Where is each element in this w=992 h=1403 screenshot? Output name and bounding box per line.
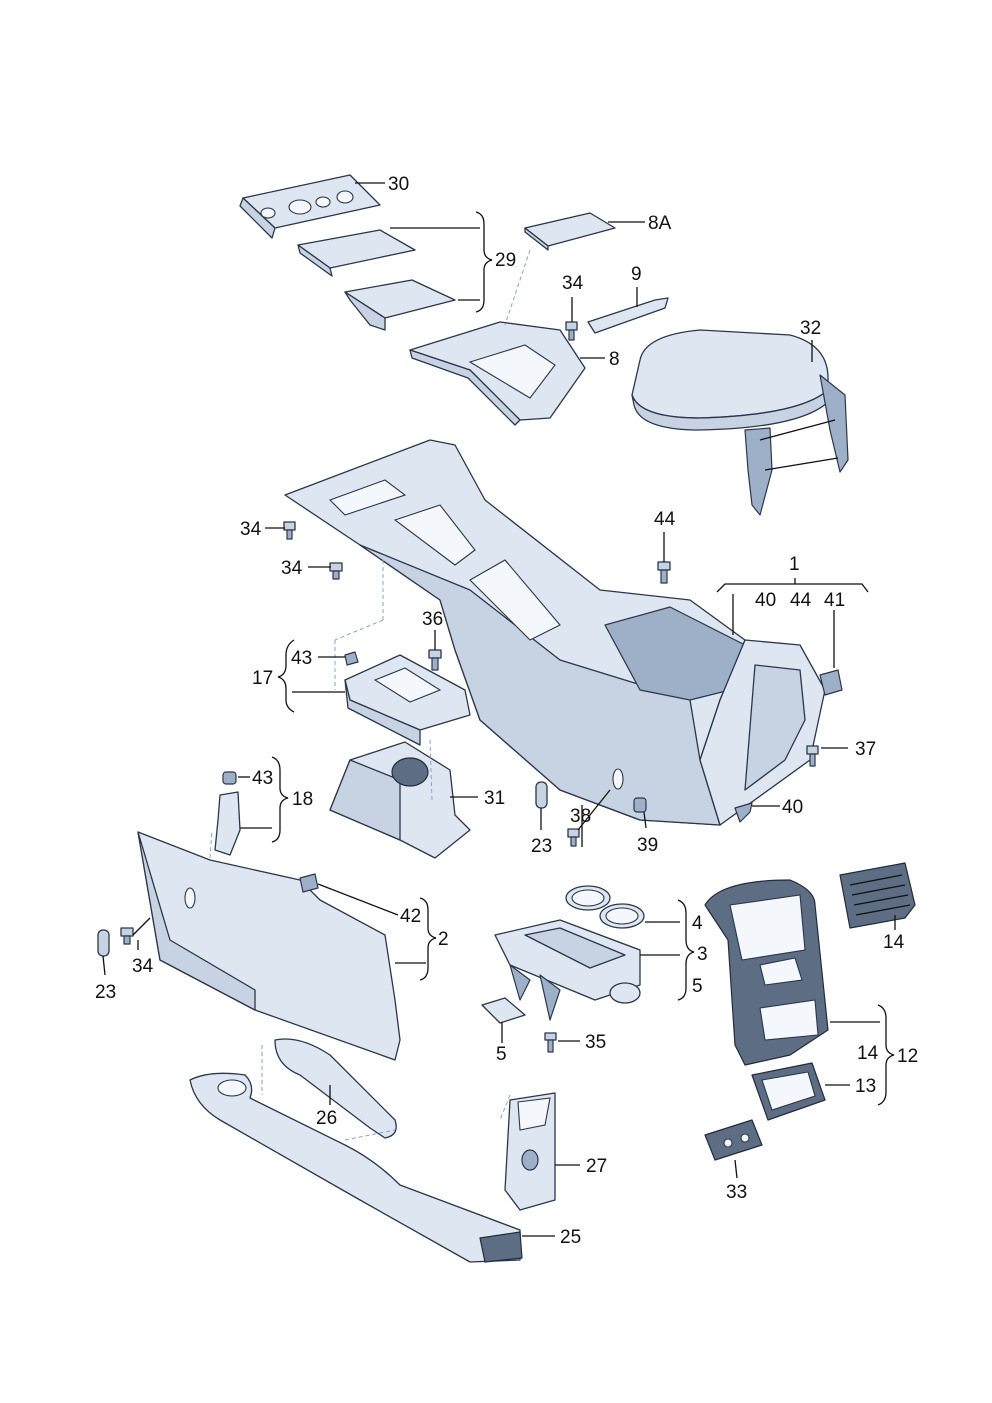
part-8A-mat bbox=[524, 212, 616, 251]
part-34-screw-top bbox=[565, 321, 578, 341]
callout-31: 31 bbox=[484, 788, 505, 809]
callout-43-upper: 43 bbox=[291, 648, 312, 669]
part-3-cup-holder bbox=[494, 919, 641, 1021]
callout-34-bottom-left: 34 bbox=[132, 956, 154, 977]
callout-33: 33 bbox=[726, 1182, 747, 1203]
callout-23-center: 23 bbox=[531, 836, 552, 857]
callout-23-left: 23 bbox=[95, 982, 116, 1003]
callout-25: 25 bbox=[560, 1227, 581, 1248]
part-31-shift-housing bbox=[329, 741, 471, 859]
callout-34-left-a: 34 bbox=[240, 519, 262, 540]
callout-40-lower: 40 bbox=[782, 797, 803, 818]
callout-43-lower: 43 bbox=[252, 768, 273, 789]
callout-39: 39 bbox=[637, 835, 658, 856]
part-17-bracket bbox=[344, 651, 471, 746]
callout-14-vent: 14 bbox=[883, 932, 905, 953]
part-30-trim-panel bbox=[239, 174, 381, 239]
part-36-screw bbox=[428, 649, 442, 671]
part-38-screw bbox=[567, 828, 580, 847]
part-26-duct bbox=[274, 1038, 397, 1139]
callout-13: 13 bbox=[855, 1076, 876, 1097]
callout-41: 41 bbox=[824, 590, 845, 611]
callout-36: 36 bbox=[422, 609, 443, 630]
callout-17: 17 bbox=[252, 668, 273, 689]
part-1-center-console bbox=[284, 439, 826, 826]
part-37-screw bbox=[806, 745, 819, 767]
callout-34-top: 34 bbox=[562, 273, 584, 294]
callout-labels: 30 29 8A 34 9 8 32 34 34 44 1 40 44 41 3… bbox=[95, 174, 918, 1248]
part-13-frame bbox=[751, 1062, 826, 1121]
callout-26: 26 bbox=[316, 1108, 337, 1129]
part-41-cap bbox=[819, 669, 843, 696]
part-9-strip bbox=[587, 297, 669, 334]
part-29-tray-lower bbox=[344, 279, 456, 331]
callout-34-left-b: 34 bbox=[281, 558, 303, 579]
part-32-armrest bbox=[631, 329, 849, 516]
assembly-guide-lines bbox=[209, 249, 531, 1141]
part-25-floor-duct bbox=[189, 1072, 523, 1263]
callout-38: 38 bbox=[570, 806, 591, 827]
callout-27: 27 bbox=[586, 1156, 607, 1177]
callout-44-group: 44 bbox=[790, 590, 812, 611]
part-2-side-panel bbox=[137, 831, 401, 1061]
callout-37: 37 bbox=[855, 739, 876, 760]
part-43-clip-left bbox=[222, 771, 237, 785]
callout-32: 32 bbox=[800, 318, 821, 339]
part-42-clip bbox=[299, 873, 319, 893]
part-34-screw-left-b bbox=[329, 562, 343, 580]
part-23-plug-center bbox=[535, 781, 548, 809]
callout-3: 3 bbox=[697, 944, 708, 965]
callout-9: 9 bbox=[631, 264, 642, 285]
callout-42: 42 bbox=[400, 906, 421, 927]
callout-1: 1 bbox=[789, 554, 800, 575]
callout-4: 4 bbox=[692, 913, 703, 934]
callout-12: 12 bbox=[897, 1046, 918, 1067]
part-39-cap bbox=[633, 797, 647, 813]
part-33-switch bbox=[704, 1119, 763, 1161]
part-40-clip bbox=[734, 802, 753, 823]
part-5-insert bbox=[481, 997, 526, 1024]
part-29-tray-upper bbox=[297, 229, 416, 277]
part-12-trim-bezel bbox=[704, 879, 829, 1066]
callout-40-upper: 40 bbox=[755, 590, 776, 611]
part-4-cup-rings bbox=[565, 885, 645, 929]
callout-35: 35 bbox=[585, 1032, 606, 1053]
leader-lines bbox=[102, 182, 896, 1237]
callout-29: 29 bbox=[495, 250, 516, 271]
part-14-vent bbox=[839, 862, 916, 929]
callout-30: 30 bbox=[388, 174, 409, 195]
callout-44-screw: 44 bbox=[654, 509, 676, 530]
part-34-screw-left-a bbox=[283, 521, 296, 540]
part-44-screw bbox=[657, 561, 671, 584]
callout-5-insert: 5 bbox=[496, 1044, 507, 1065]
part-35-screw bbox=[544, 1032, 557, 1053]
callout-2: 2 bbox=[438, 929, 449, 950]
part-8-cover-frame bbox=[409, 321, 586, 426]
part-18-bracket-left bbox=[214, 791, 241, 856]
callout-8A: 8A bbox=[648, 213, 672, 234]
callout-5-cupholder: 5 bbox=[692, 976, 703, 997]
callout-18: 18 bbox=[292, 789, 313, 810]
part-23-plug-left bbox=[97, 929, 110, 957]
part-34-screw-bottom-left bbox=[120, 927, 134, 945]
part-27-vertical-duct bbox=[504, 1092, 556, 1211]
callout-14-group: 14 bbox=[857, 1043, 879, 1064]
callout-8: 8 bbox=[609, 349, 620, 370]
